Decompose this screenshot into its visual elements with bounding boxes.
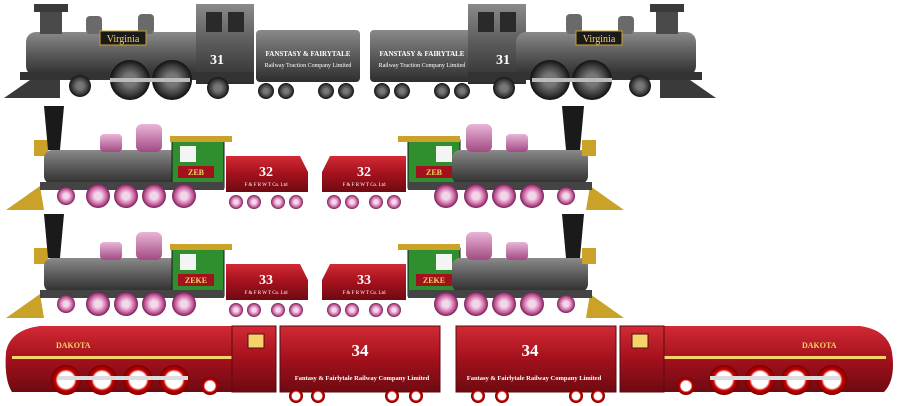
tender-lettering-line1: FANSTASY & FAIRYTALE <box>380 50 465 58</box>
cowcatcher <box>586 186 624 210</box>
row2-left-locomotive: ZEB <box>6 106 232 210</box>
boiler <box>44 150 180 184</box>
cowcatcher <box>4 80 60 98</box>
tender-number: 32 <box>259 165 273 180</box>
row4-right-locomotive: DAKOTA <box>619 325 893 395</box>
tender-lettering: Fantasy & Fairlytale Railway Company Lim… <box>295 375 430 382</box>
boiler <box>452 258 588 292</box>
row3-right-locomotive: ZEKE <box>398 214 624 318</box>
tender-number: 34 <box>352 341 370 360</box>
smokestack <box>44 214 64 258</box>
cab-plate: ZEKE <box>185 276 207 285</box>
tender-lettering: F & F R W T Co. Ltd <box>245 183 288 188</box>
smokestack <box>562 214 584 258</box>
tender-body <box>226 264 308 300</box>
headlamp <box>34 248 48 264</box>
row1-left-tender: FANSTASY & FAIRYTALE Railway Traction Co… <box>256 30 360 99</box>
row4-left-tender: 34 Fantasy & Fairlytale Railway Company … <box>279 325 441 403</box>
boiler <box>452 150 588 184</box>
tender-lettering: Fantasy & Fairlytale Railway Company Lim… <box>467 375 602 382</box>
cab-plate: ZEB <box>188 168 205 177</box>
boiler <box>44 258 180 292</box>
tender-lettering: F & F R W T Co. Ltd <box>343 291 386 296</box>
row4-right-tender: 34 Fantasy & Fairlytale Railway Company … <box>455 325 617 403</box>
row2-left-tender: 32 F & F R W T Co. Ltd <box>226 156 308 209</box>
headlamp <box>582 248 596 264</box>
cab-plate: ZEB <box>426 168 443 177</box>
smokestack <box>44 106 64 150</box>
row1-right-tender: FANSTASY & FAIRYTALE Railway Traction Co… <box>370 30 474 99</box>
row2-right-tender: 32 F & F R W T Co. Ltd <box>322 156 406 209</box>
tender-lettering: F & F R W T Co. Ltd <box>343 183 386 188</box>
tender-lettering: F & F R W T Co. Ltd <box>245 291 288 296</box>
cab-plate: ZEKE <box>423 276 445 285</box>
cowcatcher <box>6 186 44 210</box>
loco-nameplate: Virginia <box>107 34 140 45</box>
loco-number: 31 <box>496 53 510 68</box>
tender-body <box>370 30 474 82</box>
row4-left-locomotive: DAKOTA <box>5 325 277 395</box>
row2-right-locomotive: ZEB <box>398 106 624 210</box>
row3-left-locomotive: ZEKE <box>6 214 232 318</box>
cab <box>171 139 225 189</box>
loco-nameplate: Virginia <box>583 34 616 45</box>
tender-body <box>322 264 406 300</box>
cab <box>196 4 254 84</box>
tender-number: 34 <box>522 341 540 360</box>
loco-name: DAKOTA <box>56 341 91 350</box>
tender-number: 33 <box>357 273 371 288</box>
headlamp <box>34 140 48 156</box>
tender-lettering-line1: FANSTASY & FAIRYTALE <box>266 50 351 58</box>
tender-body <box>279 325 441 393</box>
tender-lettering-line2: Railway Traction Company Limited <box>379 63 466 69</box>
tender-body <box>256 30 360 82</box>
headlamp <box>582 140 596 156</box>
cab <box>171 247 225 297</box>
row3-right-tender: 33 F & F R W T Co. Ltd <box>322 264 406 317</box>
row3-left-tender: 33 F & F R W T Co. Ltd <box>226 264 308 317</box>
smokestack <box>34 4 68 12</box>
loco-name: DAKOTA <box>802 341 837 350</box>
smokestack <box>562 106 584 150</box>
tender-body <box>226 156 308 192</box>
cowcatcher <box>6 294 44 318</box>
cowcatcher <box>586 294 624 318</box>
row1-right-locomotive: 31 Virginia <box>468 4 716 100</box>
tender-number: 32 <box>357 165 371 180</box>
row1-left-locomotive: Virginia 31 <box>4 4 254 100</box>
tender-body <box>322 156 406 192</box>
tender-lettering-line2: Railway Traction Company Limited <box>265 63 352 69</box>
tender-body <box>455 325 617 393</box>
loco-number: 31 <box>210 53 224 68</box>
smokestack <box>650 4 684 12</box>
tender-number: 33 <box>259 273 273 288</box>
cowcatcher <box>660 80 716 98</box>
